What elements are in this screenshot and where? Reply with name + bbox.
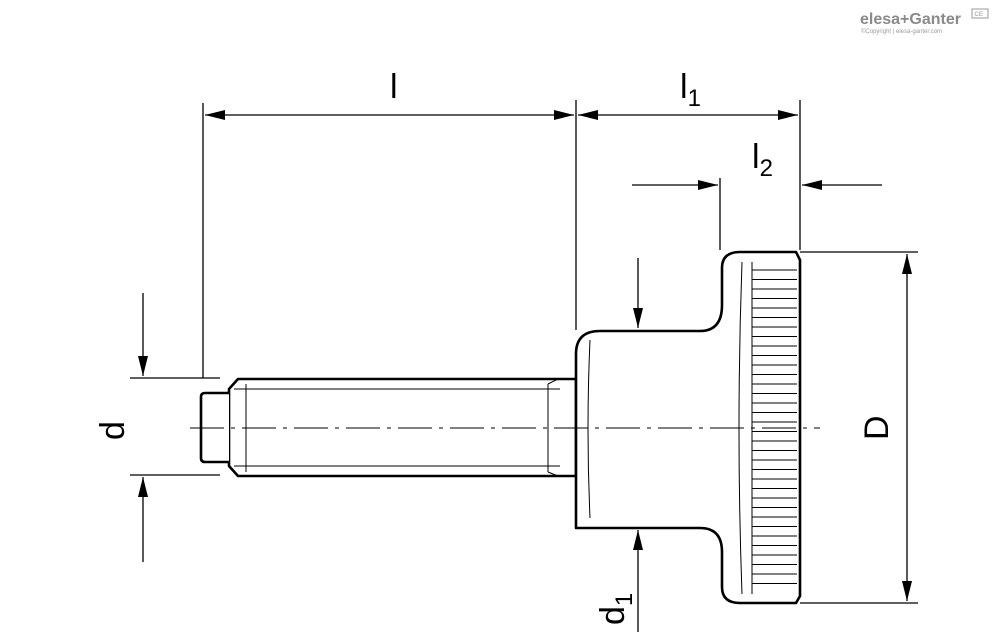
brand-name: elesa+Ganter	[860, 11, 961, 28]
label-l1: l1	[680, 68, 701, 112]
ce-mark: CE	[975, 12, 983, 18]
label-l2: l2	[752, 138, 773, 182]
label-d: d	[94, 421, 132, 440]
label-D: D	[858, 415, 896, 440]
label-d1: d1	[594, 593, 638, 625]
knurling	[751, 262, 797, 594]
dimension-lines	[138, 110, 912, 632]
label-l: l	[390, 68, 398, 106]
extension-lines	[130, 100, 918, 604]
brand-copyright: ©Copyright | elesa-ganter.com	[861, 28, 942, 35]
ce-mark-box	[971, 8, 989, 19]
brand-logo: elesa+Ganter CE ©Copyright | elesa-gante…	[860, 8, 989, 35]
